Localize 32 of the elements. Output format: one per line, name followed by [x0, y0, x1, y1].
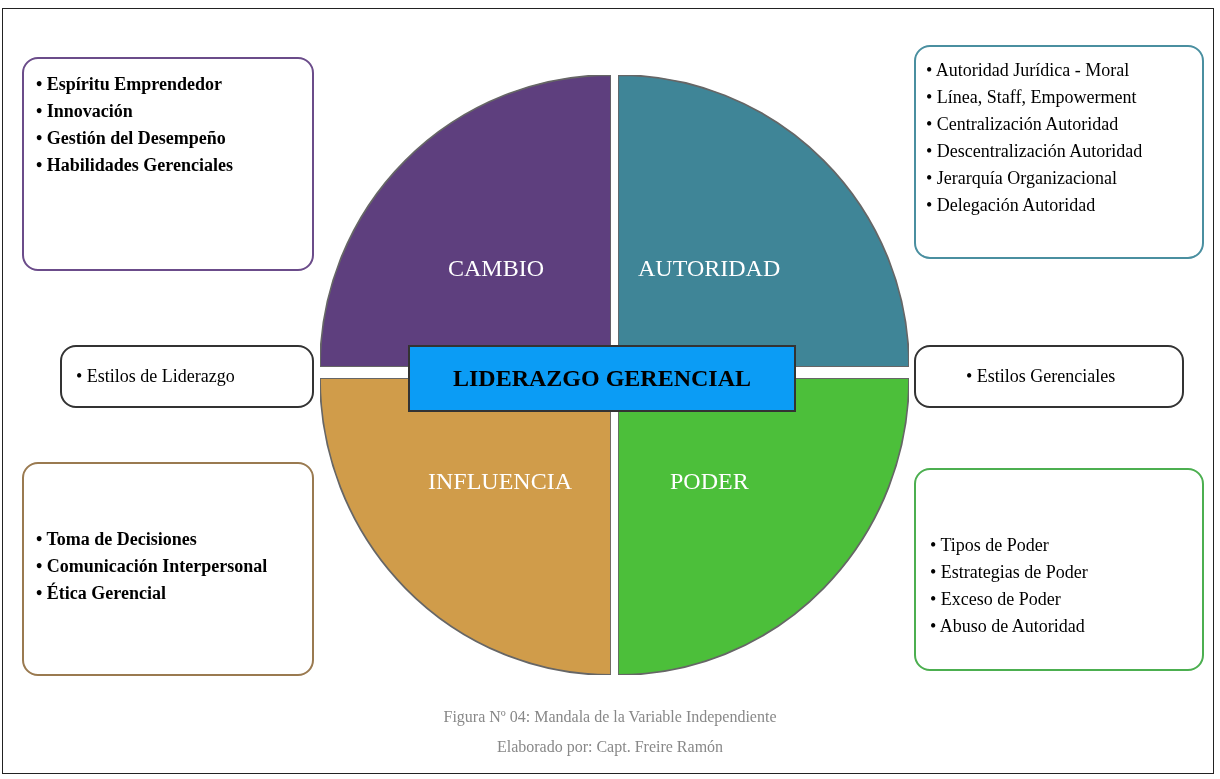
- text-panel: [914, 45, 1204, 259]
- caption: Figura Nº 04: Mandala de la Variable Independiente: [442, 708, 778, 726]
- quadrant-label: INFLUENCIA: [428, 468, 572, 495]
- bullet-item: • Comunicación Interpersonal: [36, 555, 268, 578]
- text-panel: [914, 468, 1204, 671]
- bullet-item: • Centralización Autoridad: [926, 113, 1120, 136]
- bullet-item: • Innovación: [36, 100, 134, 123]
- heading-banner: LIDERAZGO GERENCIAL: [408, 345, 796, 412]
- bullet-item: • Autoridad Jurídica - Moral: [926, 59, 1131, 82]
- credit-note: Elaborado por: Capt. Freire Ramón: [495, 738, 725, 756]
- text-panel: [60, 345, 314, 408]
- bullet-item: • Espíritu Emprendedor: [36, 73, 223, 96]
- bullet-item: • Tipos de Poder: [930, 534, 1050, 557]
- text-panel: [914, 345, 1184, 408]
- bullet-item: • Estilos de Liderazgo: [76, 365, 235, 388]
- bullet-item: • Habilidades Gerenciales: [36, 154, 233, 177]
- quadrant-label: CAMBIO: [448, 255, 544, 282]
- text-panel: [22, 57, 314, 271]
- quadrant-label: AUTORIDAD: [638, 255, 781, 282]
- bullet-item: • Jerarquía Organizacional: [926, 167, 1118, 190]
- bullet-item: • Estilos Gerenciales: [966, 365, 1116, 388]
- quadrant-label: PODER: [670, 468, 749, 495]
- bullet-item: • Descentralización Autoridad: [926, 140, 1143, 163]
- bullet-item: • Abuso de Autoridad: [930, 615, 1086, 638]
- bullet-item: • Ética Gerencial: [36, 581, 167, 605]
- bullet-item: • Toma de Decisiones: [36, 528, 198, 551]
- bullet-item: • Delegación Autoridad: [926, 194, 1097, 217]
- bullet-item: • Línea, Staff, Empowerment: [926, 86, 1138, 109]
- bullet-item: • Exceso de Poder: [930, 588, 1062, 611]
- bullet-item: • Estrategias de Poder: [930, 561, 1088, 584]
- text-panel: [22, 462, 314, 676]
- bullet-item: • Gestión del Desempeño: [36, 127, 227, 150]
